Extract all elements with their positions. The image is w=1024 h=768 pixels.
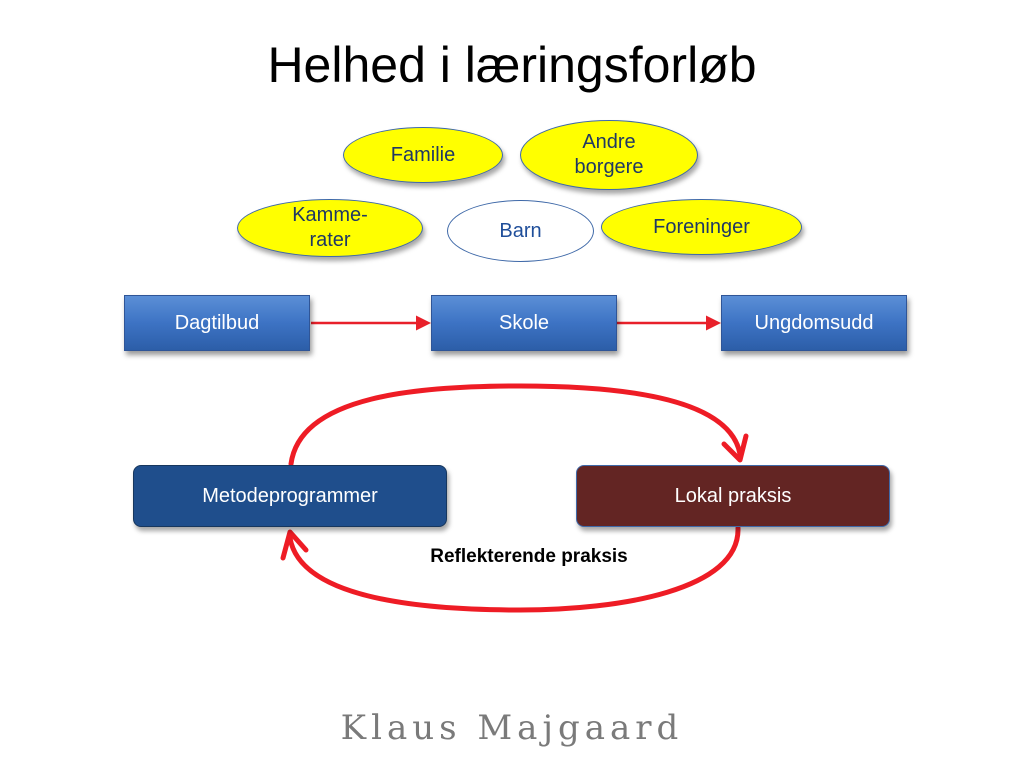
ellipse-andre-borgere: Andre borgere [520,120,698,190]
ellipse-kammerater: Kamme-rater [237,199,423,257]
cycle-arrowhead-left [280,529,309,561]
ellipse-barn-label: Barn [499,219,542,242]
box-skole-label: Skole [498,311,550,334]
cycle-arc-top [288,383,743,467]
ellipse-kammerater-label: Kamme-rater [292,204,368,251]
box-ungdomsudd: Ungdomsudd [721,295,907,351]
box-dagtilbud: Dagtilbud [124,295,310,351]
ellipse-familie-label: Familie [390,143,456,166]
box-lokal-praksis: Lokal praksis [576,465,890,527]
ellipse-foreninger: Foreninger [601,199,802,255]
author-name: Klaus Majgaard [340,708,684,748]
ellipse-familie: Familie [343,127,503,183]
ellipse-andre-borgere-label: Andre borgere [574,131,644,178]
ellipse-foreninger-label: Foreninger [653,215,750,238]
box-metodeprogrammer-label: Metodeprogrammer [202,484,378,507]
box-ungdomsudd-label: Ungdomsudd [754,311,874,334]
box-skole: Skole [431,295,617,351]
author-signature: Klaus Majgaard [0,708,1024,748]
box-dagtilbud-label: Dagtilbud [174,311,260,334]
box-metodeprogrammer: Metodeprogrammer [133,465,447,527]
cycle-arrowhead-right [721,433,749,463]
cycle-arc-bottom [287,525,741,613]
ellipse-barn: Barn [447,200,594,262]
box-lokal-praksis-label: Lokal praksis [674,484,792,507]
slide-title: Helhed i læringsforløb [267,37,757,93]
cycle-caption: Reflekterende praksis [430,546,628,567]
